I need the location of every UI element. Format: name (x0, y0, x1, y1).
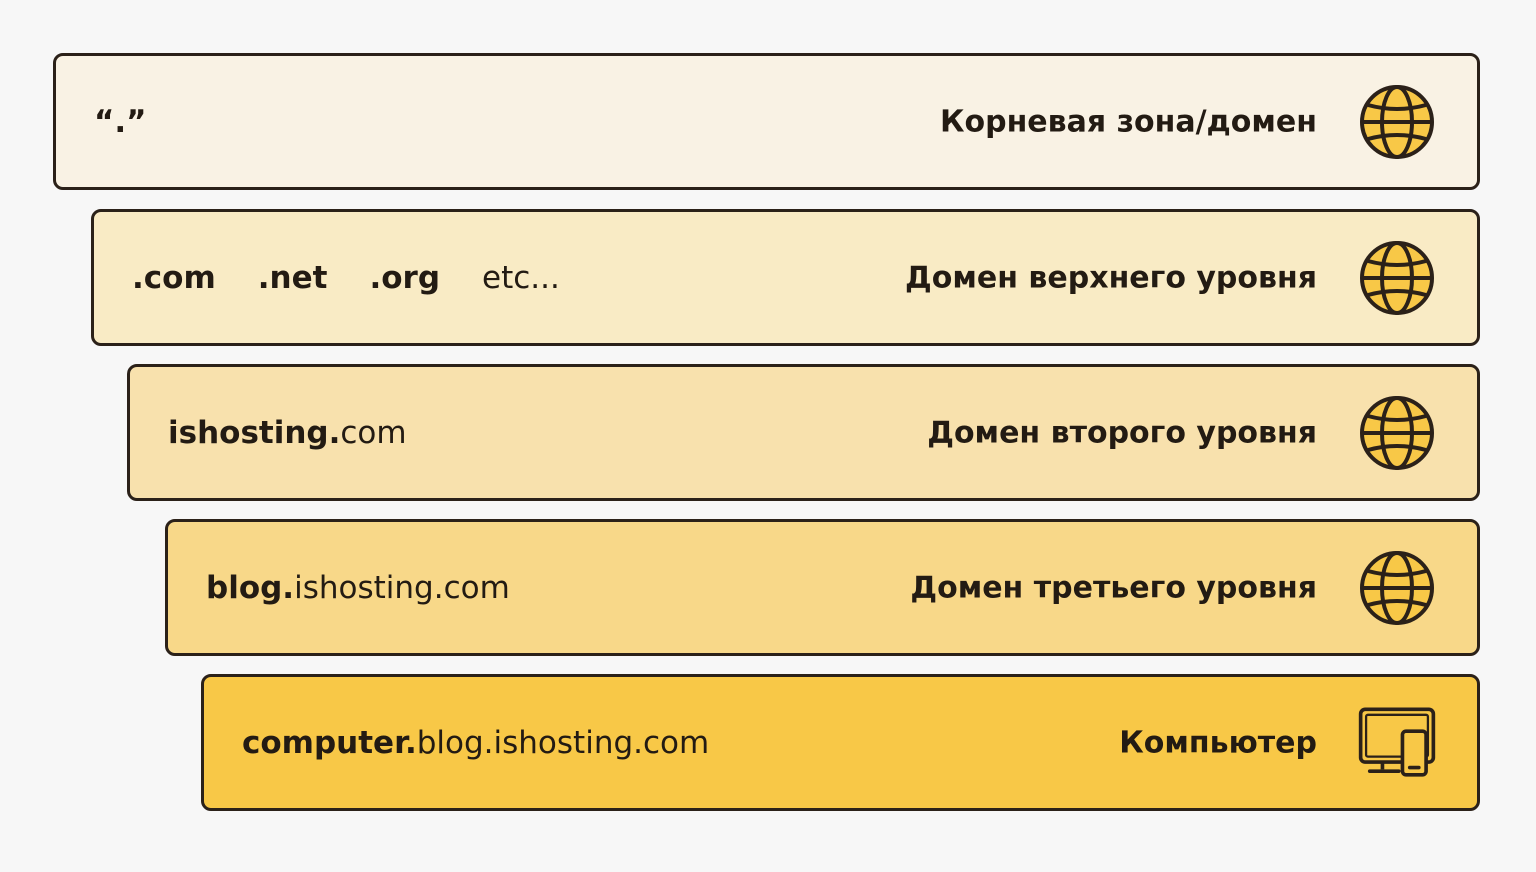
tier-label-computer: Компьютер (1119, 725, 1317, 760)
tier-root-zone: “.” Корневая зона/домен (53, 53, 1480, 190)
tier-label-second-level: Домен второго уровня (927, 415, 1317, 450)
third-level-bold-part: blog. (206, 569, 295, 606)
second-level-rest-part: com (340, 414, 407, 451)
globe-icon (1357, 238, 1437, 318)
tld-examples: .com .net .org etc... (132, 260, 560, 296)
globe-icon (1357, 82, 1437, 162)
computer-example: computer.blog.ishosting.com (242, 725, 709, 761)
third-level-example: blog.ishosting.com (206, 570, 510, 606)
second-level-example: ishosting.com (168, 415, 407, 451)
second-level-bold-part: ishosting. (168, 414, 341, 451)
tld-net: .net (257, 259, 328, 296)
tld-org: .org (369, 259, 441, 296)
tier-third-level-domain: blog.ishosting.com Домен третьего уровня (165, 519, 1480, 656)
tier-label-tld: Домен верхнего уровня (905, 260, 1317, 295)
computer-phone-icon (1357, 703, 1437, 783)
tier-computer: computer.blog.ishosting.com Компьютер (201, 674, 1480, 811)
tier-label-root: Корневая зона/домен (939, 104, 1317, 139)
tier-second-level-domain: ishosting.com Домен второго уровня (127, 364, 1480, 501)
tld-com: .com (132, 259, 216, 296)
root-example: “.” (94, 103, 147, 140)
tier-top-level-domain: .com .net .org etc... Домен верхнего уро… (91, 209, 1480, 346)
third-level-rest-part: ishosting.com (294, 569, 510, 606)
tier-label-third-level: Домен третьего уровня (910, 570, 1317, 605)
tld-etc: etc... (482, 259, 560, 296)
globe-icon (1357, 548, 1437, 628)
computer-bold-part: computer. (242, 724, 417, 761)
computer-rest-part: blog.ishosting.com (416, 724, 710, 761)
globe-icon (1357, 393, 1437, 473)
